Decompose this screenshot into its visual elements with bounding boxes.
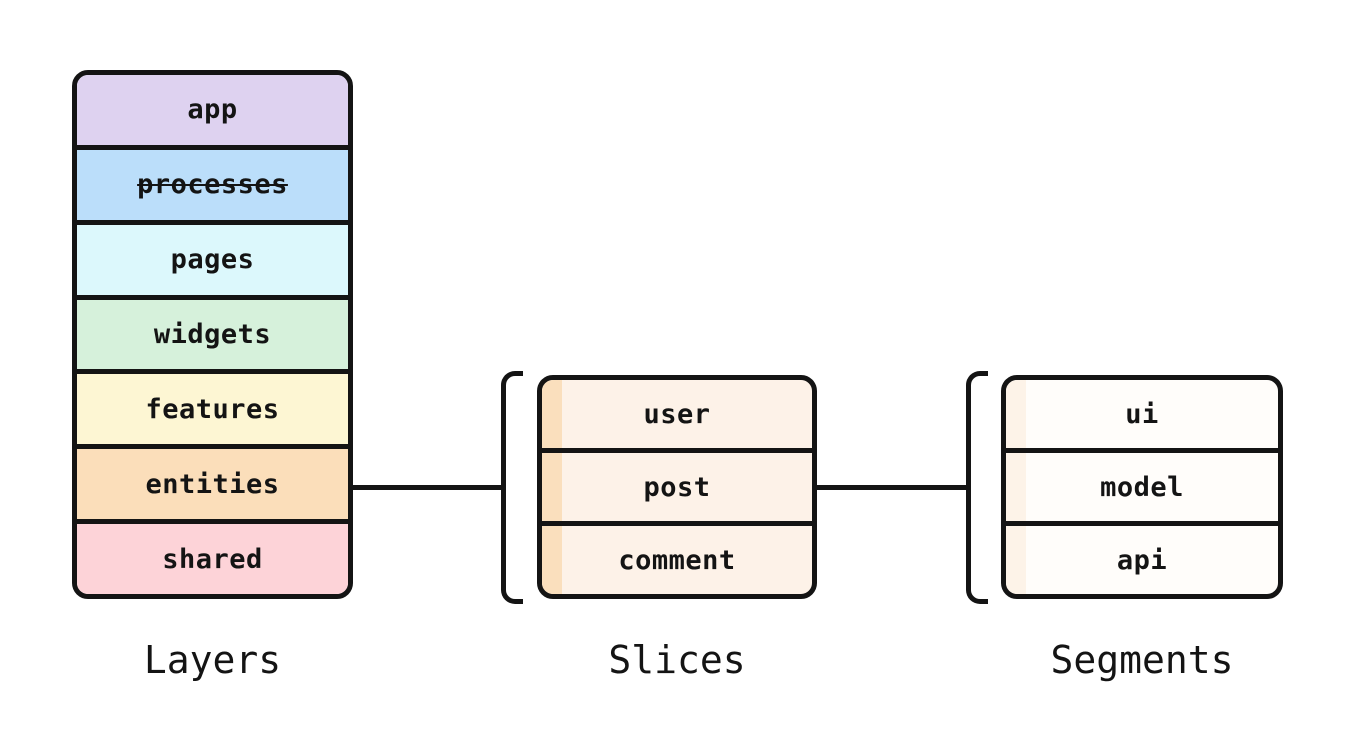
- slices-bracket-icon: [501, 371, 523, 604]
- layer-row-processes: processes: [77, 144, 348, 220]
- slice-row-user: user: [542, 380, 812, 448]
- slices-stack: user post comment: [537, 375, 817, 599]
- layer-row-label: processes: [137, 169, 288, 201]
- segment-row-ui: ui: [1006, 380, 1278, 448]
- layer-row-entities: entities: [77, 444, 348, 520]
- segment-row-label: api: [1116, 544, 1168, 576]
- caption-slices: Slices: [608, 638, 746, 682]
- caption-layers: Layers: [143, 638, 282, 682]
- layer-row-label: features: [145, 393, 280, 425]
- slice-row-label: user: [643, 398, 711, 430]
- layer-row-widgets: widgets: [77, 294, 348, 370]
- layer-row-pages: pages: [77, 219, 348, 295]
- slices-edge-strip: [542, 380, 562, 594]
- connector-layers-slices: [350, 485, 503, 490]
- segments-stack: ui model api: [1001, 375, 1283, 599]
- slice-row-label: comment: [618, 544, 736, 576]
- segment-row-label: ui: [1125, 398, 1159, 430]
- layer-row-shared: shared: [77, 519, 348, 594]
- segments-bracket-icon: [966, 371, 988, 604]
- slice-row-post: post: [542, 448, 812, 521]
- slice-row-comment: comment: [542, 521, 812, 594]
- segments-edge-strip: [1006, 380, 1026, 594]
- slice-row-label: post: [643, 471, 711, 503]
- layer-row-app: app: [77, 75, 348, 145]
- connector-slices-segments: [814, 485, 968, 490]
- layer-row-label: widgets: [153, 319, 272, 350]
- layer-row-label: entities: [145, 468, 280, 500]
- layers-stack: app processes pages widgets features ent…: [72, 70, 353, 599]
- segment-row-model: model: [1006, 448, 1278, 521]
- caption-segments: Segments: [1050, 638, 1234, 682]
- layer-row-features: features: [77, 369, 348, 445]
- segment-row-api: api: [1006, 521, 1278, 594]
- layer-row-label: pages: [170, 244, 255, 276]
- layer-row-label: shared: [162, 543, 263, 575]
- segment-row-label: model: [1100, 471, 1184, 503]
- layer-row-label: app: [187, 94, 238, 126]
